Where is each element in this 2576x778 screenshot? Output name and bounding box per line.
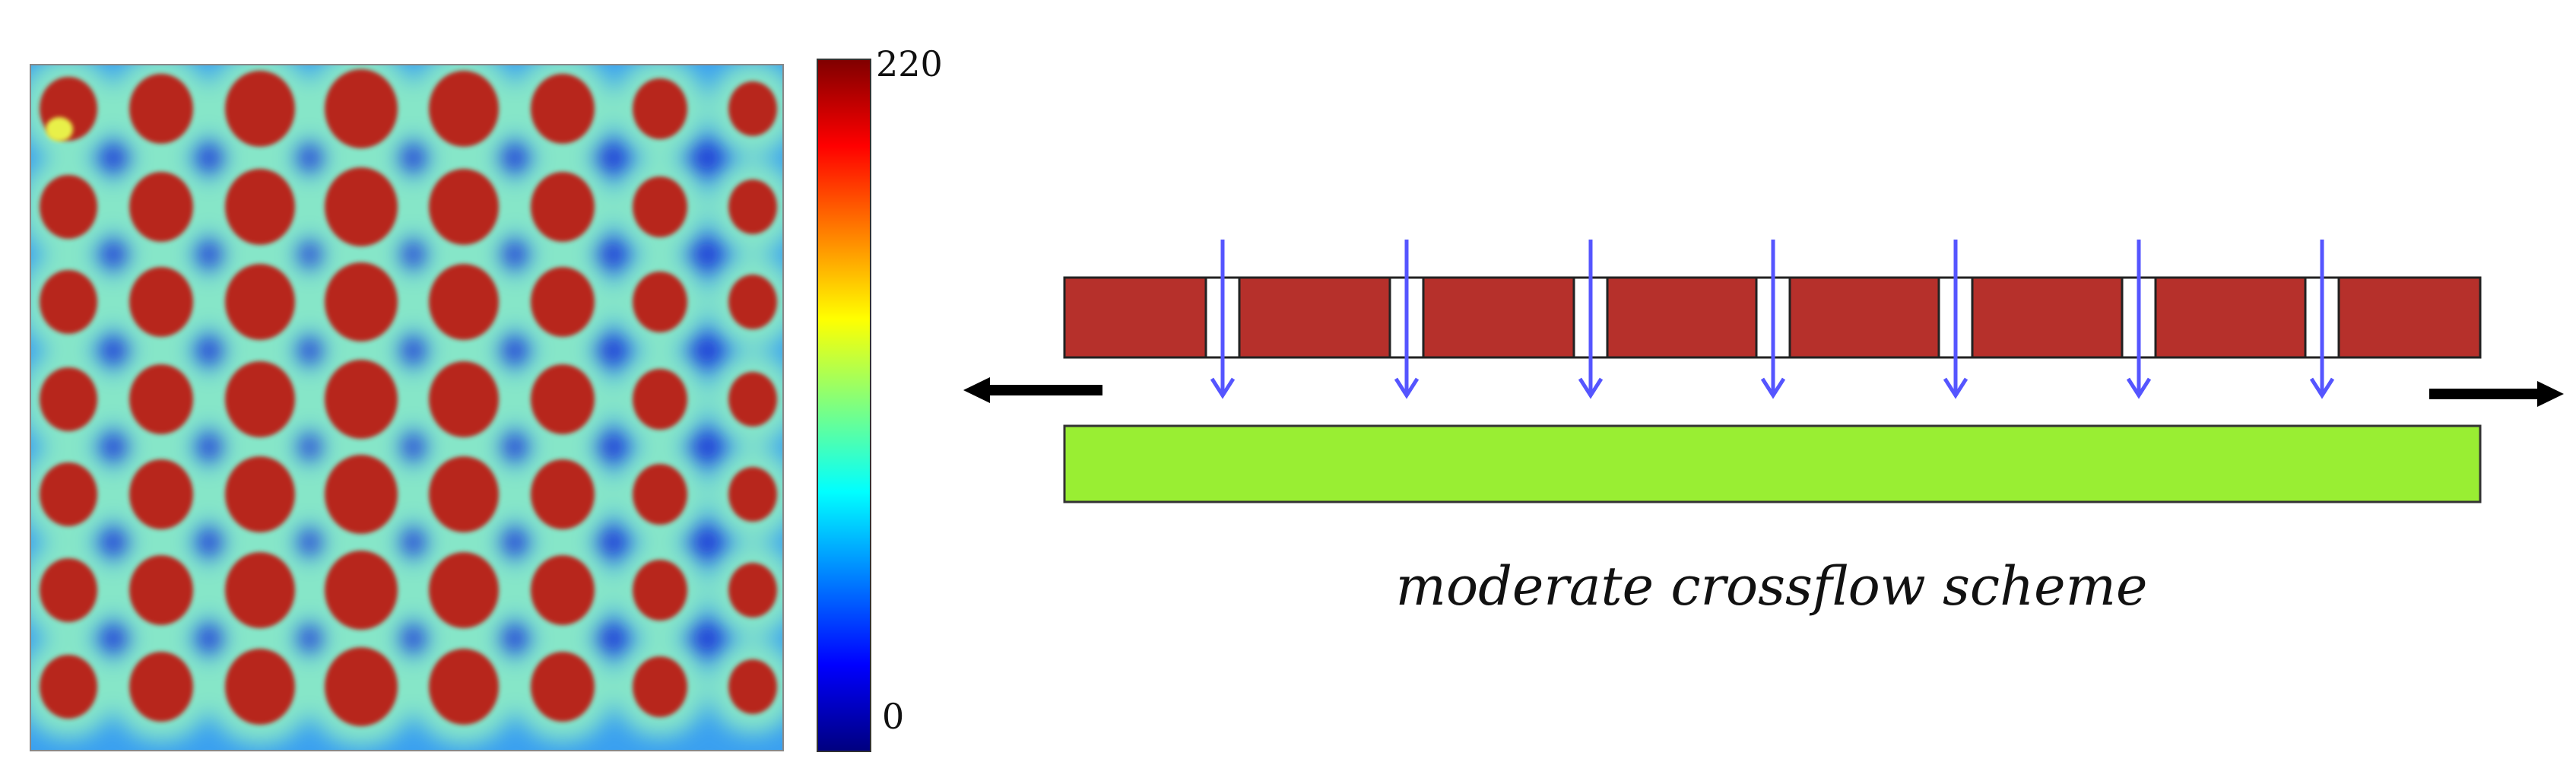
heatmap-field [30,65,783,751]
colorbar-min-label: 0 [882,696,904,737]
heatmap-spot [429,456,499,532]
heatmap-spot [129,555,193,625]
target-plate [1063,424,2482,503]
jet-arrow-head [1394,377,1420,399]
outflow-arrow-left-head [963,377,990,403]
heatmap-spot [325,455,398,534]
heatmap-border [30,64,784,751]
heatmap-spot [429,71,499,147]
heatmap-spot [225,552,295,628]
heatmap-spot [633,656,687,717]
heatmap-spot [531,459,595,529]
heatmap-spot [728,563,777,618]
heatmap-spot [129,172,193,242]
heatmap-spot [40,367,97,431]
heatmap-spot [325,360,398,439]
heatmap-spot [40,655,97,719]
heatmap-spot [633,78,687,139]
heatmap-spot [633,369,687,430]
jet-arrows [1210,240,2335,399]
heatmap-gap [684,615,729,662]
heatmap-spot [40,462,97,526]
heatmap-spot [429,169,499,245]
heatmap-gap [684,231,729,278]
heatmap-spot [325,262,398,341]
heatmap-spot [429,552,499,628]
heatmap-spot [225,71,295,147]
jet-arrow-head [2309,377,2335,399]
heatmap-spot [429,649,499,725]
colorbar-gradient [817,59,871,751]
colorbar-max-label: 220 [876,43,943,84]
outflow-arrows [963,377,2564,407]
heatmap-spot [531,555,595,625]
colorbar-border [817,59,871,752]
heatmap-spot [531,267,595,337]
scheme-caption: moderate crossflow scheme [1396,555,2148,618]
jet-arrow-head [1210,377,1236,399]
heatmap-spot [325,551,398,630]
heatmap-gap [684,328,729,373]
heatmap-spot [728,467,777,522]
heatmap-panel [30,64,784,751]
jet-arrow-head [1943,377,1968,399]
heatmap-spot [728,659,777,714]
heatmap-spots [40,69,777,726]
heatmap-spot [40,175,97,239]
heatmap-artifact [46,117,73,141]
heatmap-spot [728,179,777,234]
heatmap-spot [429,264,499,340]
heatmap-spot [728,275,777,329]
heatmap-spot [429,361,499,437]
heatmap-gap [684,424,729,470]
crossflow-scheme: moderate crossflow scheme [963,240,2564,618]
heatmap-spot [633,464,687,525]
outflow-arrow-right-head [2537,381,2564,407]
heatmap-spot [40,270,97,334]
heatmap-spot [129,364,193,434]
jet-arrow-head [1578,377,1604,399]
heatmap-gap [684,135,729,181]
heatmap-spot [325,647,398,726]
jet-arrow-head [2126,377,2152,399]
heatmap-spot [531,652,595,722]
heatmap-spot [129,652,193,722]
heatmap-gap [684,519,729,565]
heatmap-spot [225,361,295,437]
heatmap-spot [225,649,295,725]
heatmap-spot [325,69,398,148]
heatmap-spot [129,459,193,529]
heatmap-spot [40,558,97,622]
heatmap-spot [225,456,295,532]
heatmap-spot [728,372,777,427]
jet-arrow-head [1760,377,1786,399]
heatmap-spot [531,364,595,434]
heatmap-spot [531,172,595,242]
heatmap-spot [728,81,777,136]
heatmap-spot [633,272,687,332]
heatmap-spot [325,167,398,246]
heatmap-spot [225,264,295,340]
heatmap-spot [225,169,295,245]
heatmap-spot [531,74,595,144]
heatmap-spot [633,560,687,621]
heatmap-spot [633,176,687,237]
colorbar: 220 0 [817,43,943,752]
heatmap-spot [129,74,193,144]
heatmap-spot [129,267,193,337]
